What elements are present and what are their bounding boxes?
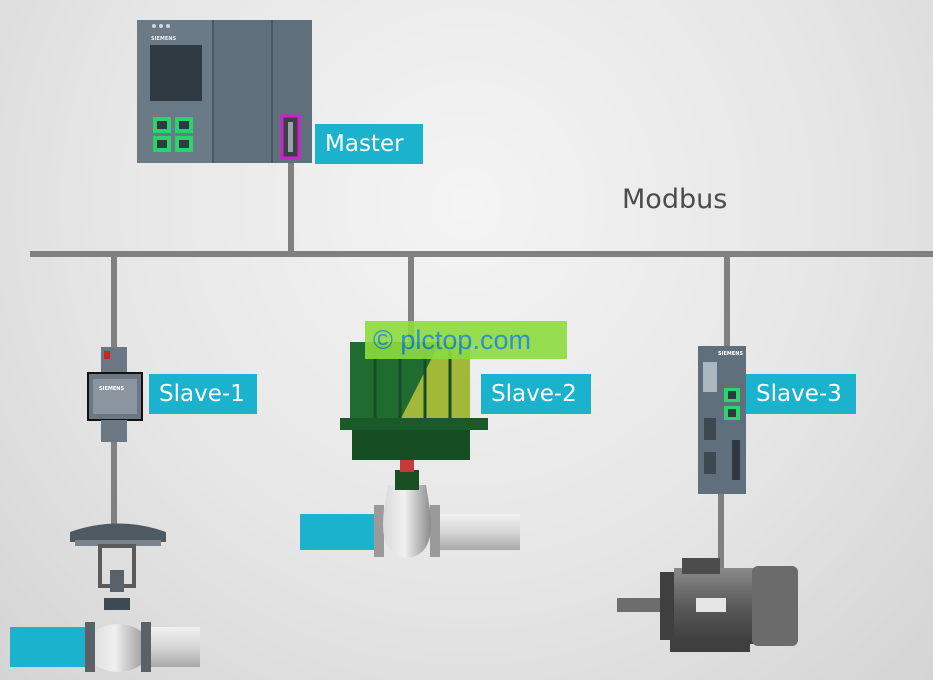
slave2-label: Slave-2 bbox=[481, 374, 591, 414]
master-label: Master bbox=[315, 124, 423, 164]
slave1-to-valve-line bbox=[111, 440, 117, 530]
bus-lines bbox=[30, 160, 933, 568]
master-drop-line bbox=[288, 160, 294, 253]
slave2-pipe-left bbox=[300, 514, 378, 550]
watermark: © plctop.com bbox=[365, 321, 567, 359]
slave2-device bbox=[300, 342, 520, 558]
master-brand-logo: SIEMENS bbox=[151, 36, 176, 42]
slave3-brand-logo: SIEMENS bbox=[718, 351, 743, 357]
slave1-brand-logo: SIEMENS bbox=[99, 386, 124, 392]
slave1-pipe-right bbox=[150, 627, 200, 667]
slave3-drop-line bbox=[724, 254, 730, 346]
master-plc: SIEMENS bbox=[137, 20, 312, 163]
slave1-drop-line bbox=[111, 254, 117, 354]
slave3-to-motor-line bbox=[718, 493, 724, 568]
slave1-label: Slave-1 bbox=[149, 374, 257, 414]
slave3-label: Slave-3 bbox=[746, 374, 856, 414]
electric-motor bbox=[617, 558, 798, 652]
slave2-drop-line bbox=[408, 254, 414, 344]
slave2-pipe-right bbox=[432, 514, 520, 550]
master-ethernet-ports bbox=[153, 117, 193, 152]
slave3-device: SIEMENS bbox=[698, 346, 746, 494]
bus-label: Modbus bbox=[622, 184, 728, 215]
slave1-pipe-left bbox=[10, 627, 85, 667]
modbus-bus-line bbox=[30, 251, 933, 257]
master-display bbox=[150, 45, 202, 101]
control-valve bbox=[10, 523, 200, 672]
slave1-device: SIEMENS bbox=[87, 347, 143, 442]
